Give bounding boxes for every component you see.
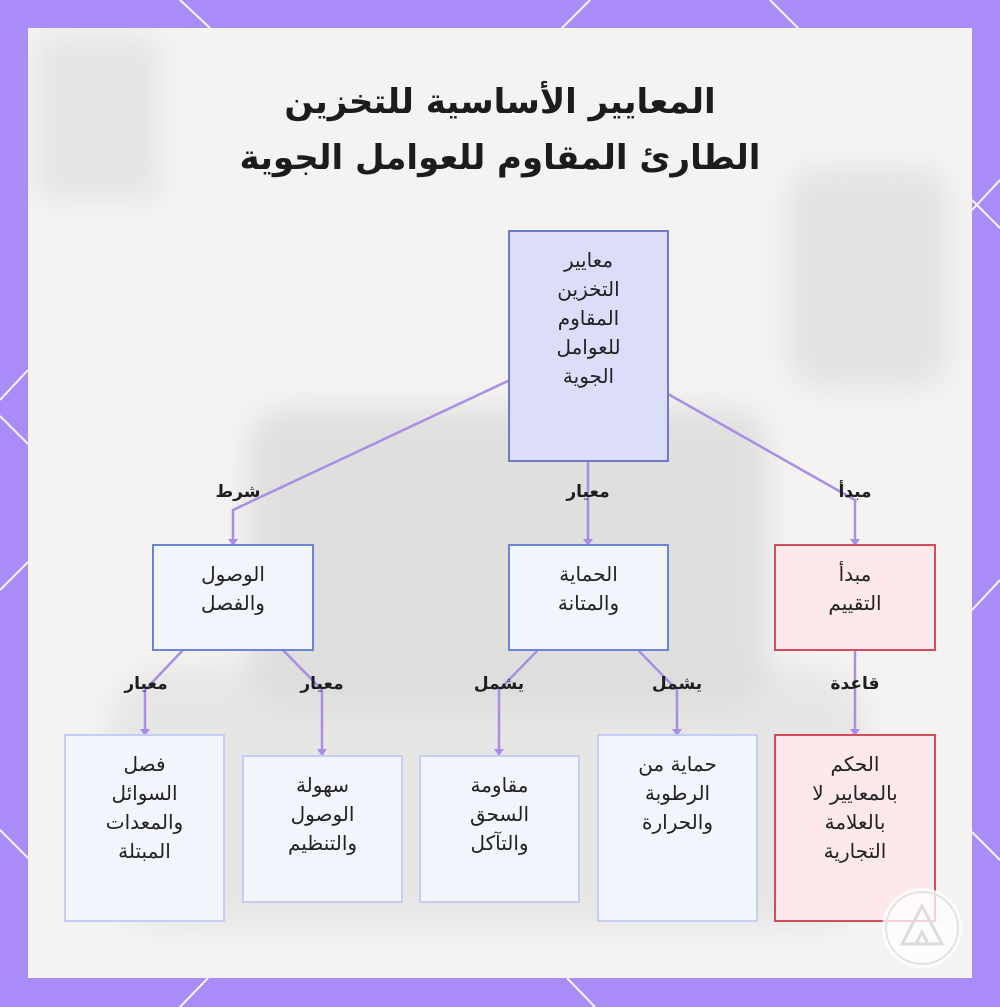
edge-label-criterion-right: معيار [300,674,343,694]
node-corrosion-line: مقاومة [470,771,529,800]
edge-label-criterion-left: معيار [124,674,167,694]
node-corrosion-line: والتآكل [470,829,529,858]
node-evaluation-line: مبدأ [828,560,881,589]
node-ease: سهولة الوصول والتنظيم [242,755,403,903]
node-root: معايير التخزين المقاوم للعوامل الجوية [508,230,669,462]
node-judgement-line: التجارية [812,837,897,866]
edge-protection-corrosion [499,650,538,755]
node-root-line: معايير [556,246,620,275]
node-root-line: الجوية [556,362,620,391]
edge-label-principle: مبدأ [838,482,871,502]
node-root-line: التخزين [556,275,620,304]
node-protection-line: الحماية [558,560,619,589]
edge-access-ease [283,650,322,755]
node-protection: الحماية والمتانة [508,544,669,651]
node-moisture: حماية من الرطوبة والحرارة [597,734,758,922]
node-separation-line: السوائل [106,779,183,808]
node-judgement-line: بالمعايير لا [812,779,897,808]
node-access-line: والفصل [201,589,265,618]
edge-label-condition: شرط [216,482,261,502]
node-root-line: للعوامل [556,333,620,362]
node-separation: فصل السوائل والمعدات المبتلة [64,734,225,922]
edge-label-criterion-mid: معيار [566,482,609,502]
edge-label-rule: قاعدة [831,674,880,694]
watermark [882,888,962,968]
node-corrosion-line: السحق [470,800,529,829]
node-separation-line: والمعدات [106,808,183,837]
triangle-logo-icon [882,888,962,968]
node-judgement-line: الحكم [812,750,897,779]
node-corrosion: مقاومة السحق والتآكل [419,755,580,903]
node-evaluation: مبدأ التقييم [774,544,936,651]
node-moisture-line: حماية من [638,750,717,779]
node-access-line: الوصول [201,560,265,589]
edge-label-includes-right: يشمل [652,674,702,694]
node-judgement-line: بالعلامة [812,808,897,837]
node-ease-line: سهولة [288,771,357,800]
node-access: الوصول والفصل [152,544,314,651]
edge-root-evaluation [668,394,855,545]
edge-root-access [233,380,510,545]
node-separation-line: المبتلة [106,837,183,866]
node-separation-line: فصل [106,750,183,779]
edge-label-includes-left: يشمل [474,674,524,694]
node-evaluation-line: التقييم [828,589,881,618]
node-protection-line: والمتانة [558,589,619,618]
node-moisture-line: والحرارة [638,808,717,837]
node-root-line: المقاوم [556,304,620,333]
node-ease-line: والتنظيم [288,829,357,858]
node-moisture-line: الرطوبة [638,779,717,808]
node-ease-line: الوصول [288,800,357,829]
